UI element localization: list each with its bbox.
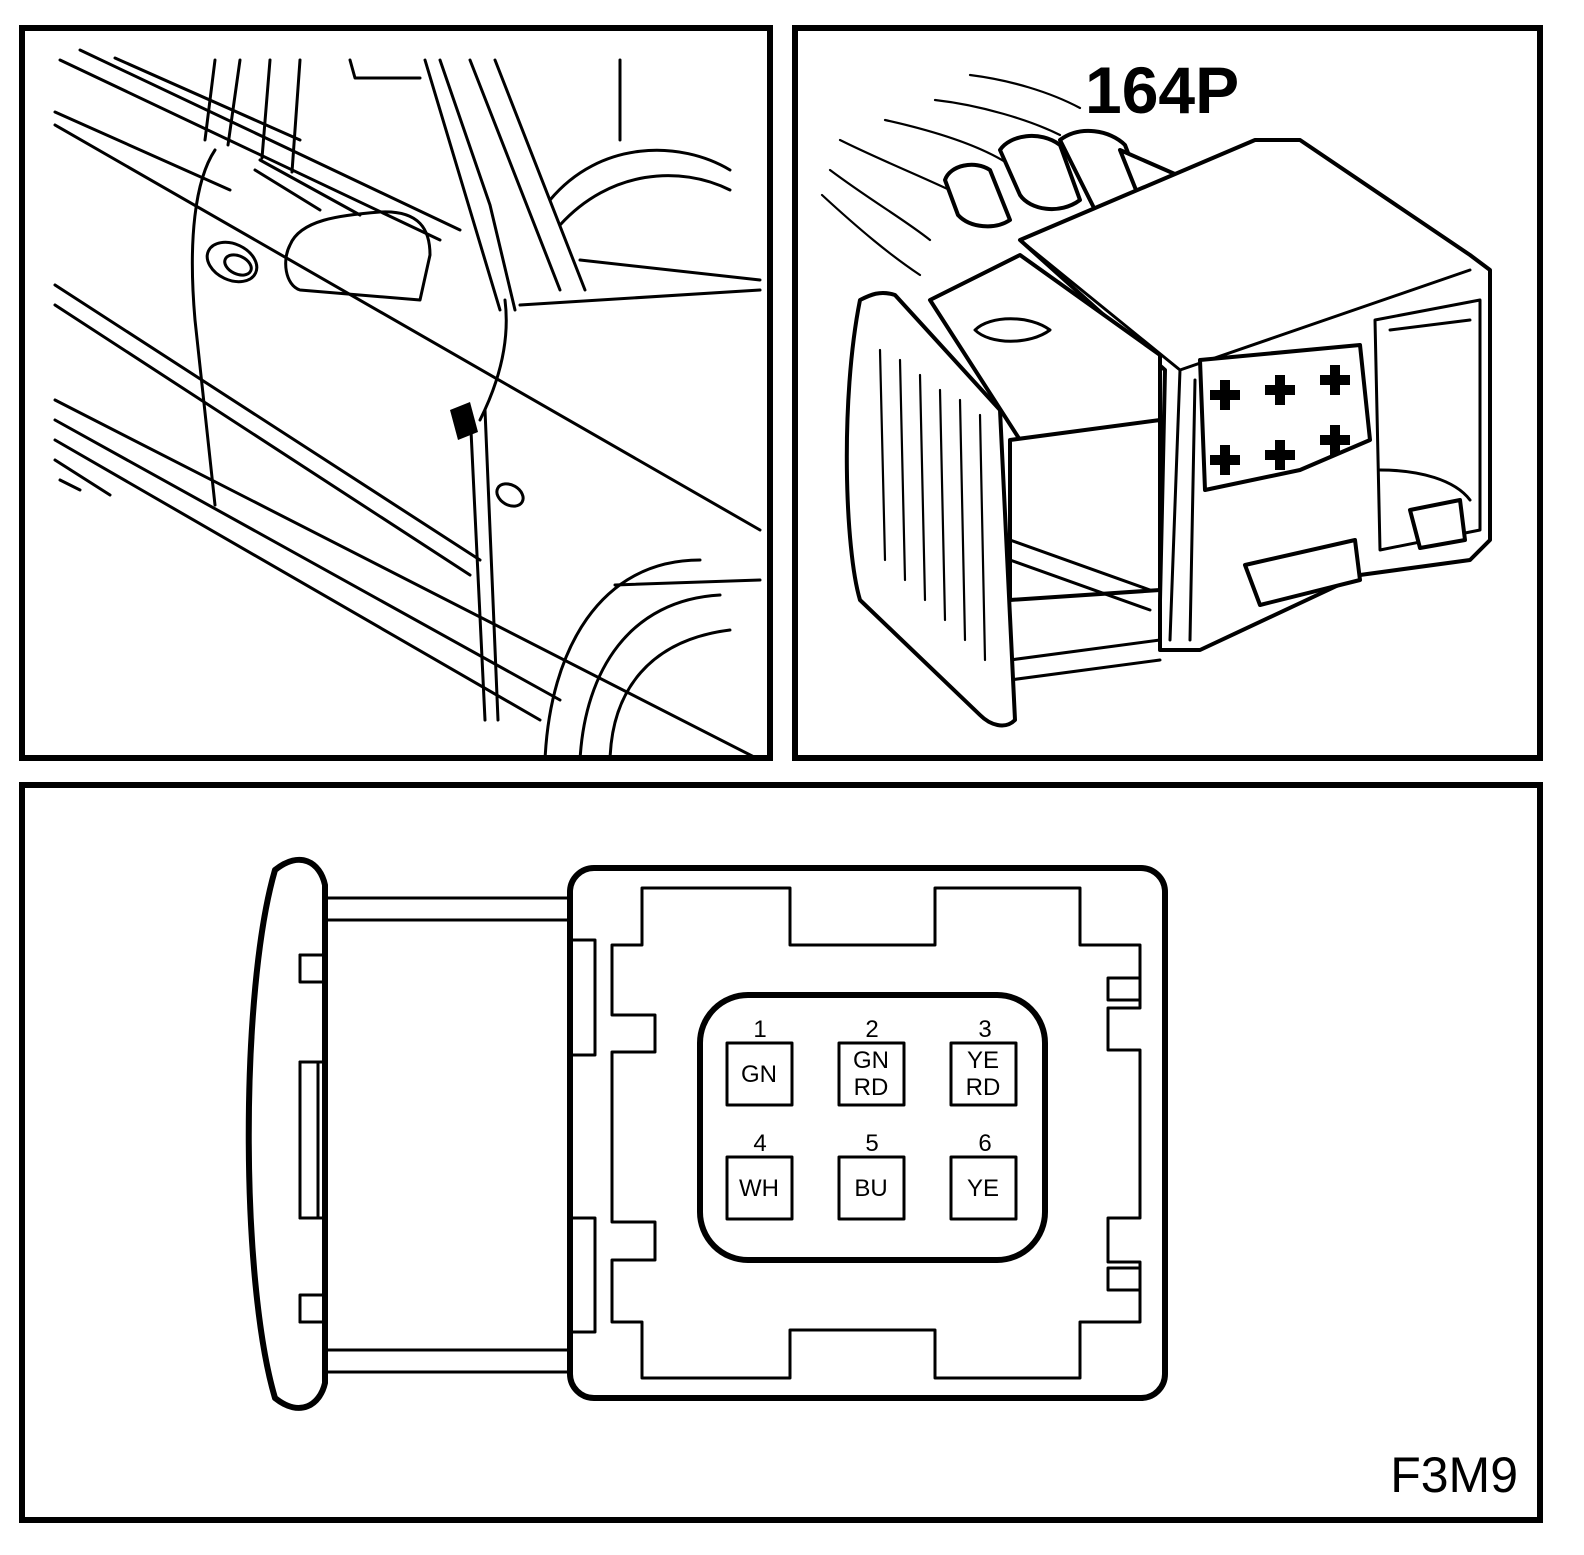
- pin-5: 5 BU: [837, 1130, 906, 1221]
- pin-cavity: [837, 1041, 906, 1107]
- connector-perspective-panel: 164P: [792, 25, 1543, 761]
- pin-wire-color: GN: [741, 1061, 777, 1088]
- pin-cavity: [837, 1155, 906, 1221]
- pin-cavity: [725, 1155, 794, 1221]
- pin-3: 3 YE RD: [949, 1016, 1018, 1107]
- pin-grid: 1 GN 2 GN RD 3 YE RD 4 WH: [725, 1016, 1018, 1221]
- connector-housing: [567, 865, 1168, 1401]
- car-side-illustration: [53, 48, 762, 755]
- pin-cavity: [949, 1155, 1018, 1221]
- connector-illustration: [820, 73, 1492, 728]
- connector-face-panel: 1 GN 2 GN RD 3 YE RD 4 WH: [19, 782, 1543, 1523]
- car-door-panel: [19, 25, 773, 761]
- connector-pull-handle: [245, 856, 328, 1411]
- pin-wire-color: WH: [739, 1175, 779, 1202]
- figure-code: F3M9: [1390, 1447, 1518, 1503]
- pin-number: 3: [978, 1016, 991, 1043]
- pin-cavity: [949, 1041, 1018, 1107]
- pin-number: 4: [753, 1130, 766, 1157]
- pin-wire-color: YE: [967, 1047, 999, 1074]
- pin-number: 2: [865, 1016, 878, 1043]
- pin-wire-color: YE: [967, 1175, 999, 1202]
- pin-6: 6 YE: [949, 1130, 1018, 1221]
- pin-wire-color: GN: [853, 1047, 889, 1074]
- terminal-cavities: [1210, 365, 1350, 475]
- pin-number: 6: [978, 1130, 991, 1157]
- pin-4: 4 WH: [725, 1130, 794, 1221]
- pin-cavity: [725, 1041, 794, 1107]
- pin-number: 5: [865, 1130, 878, 1157]
- pin-1: 1 GN: [725, 1016, 794, 1107]
- connector-face-drawing: [245, 856, 1168, 1411]
- pin-wire-color: BU: [854, 1175, 887, 1202]
- pin-2: 2 GN RD: [837, 1016, 906, 1107]
- pin-number: 1: [753, 1016, 766, 1043]
- pin-wire-stripe-color: RD: [854, 1074, 889, 1101]
- pin-wire-stripe-color: RD: [966, 1074, 1001, 1101]
- connector-label: 164P: [1085, 53, 1239, 127]
- terminal-area: [697, 992, 1048, 1263]
